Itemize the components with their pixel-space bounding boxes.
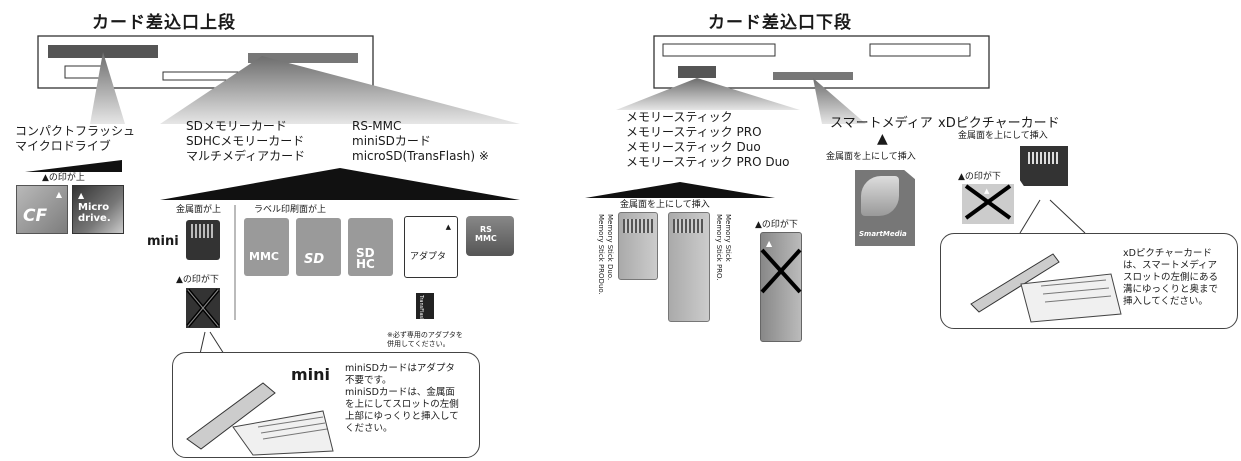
triangle-icon: ▲: [78, 191, 85, 200]
rsmmc-card: RS MMC: [466, 216, 514, 256]
sd-bar: [160, 168, 520, 200]
cf-fan: [90, 52, 125, 124]
minisd-note-line-4: を上にしてスロットの左側: [345, 399, 459, 410]
xd-insert-label: 金属面を上にして挿入: [958, 131, 1048, 141]
cf-label: コンパクトフラッシュ: [15, 124, 136, 138]
xd-note-line-2: は、スマートメディア: [1123, 260, 1218, 271]
mmc-card: MMC: [244, 218, 289, 276]
smartmedia-card: SmartMedia: [855, 170, 915, 246]
adapter-text: アダプタ: [410, 252, 447, 262]
adapter-note: ※必ず専用のアダプタを 併用してください。: [387, 331, 463, 349]
ms-group-label: メモリースティック メモリースティック PRO メモリースティック Duo メモ…: [626, 110, 790, 170]
label-up-label: ラベル印刷面が上: [254, 205, 327, 215]
xd-note: xDピクチャーカード は、スマートメディア スロットの左側にある 溝にゆっくりと…: [1123, 248, 1218, 308]
mmc-card-text: MMC: [249, 250, 279, 263]
metal-up-label: 金属面が上: [176, 205, 222, 215]
sm-insert-label: 金属面を上にして挿入: [826, 152, 916, 162]
ms-pro-duo-label: メモリースティック PRO Duo: [626, 155, 790, 169]
cf-card-text: CF: [23, 206, 48, 226]
rs-group-label: RS-MMC miniSDカード microSD(TransFlash) ※: [352, 119, 489, 164]
ms-duo-label: メモリースティック Duo: [626, 140, 761, 154]
cf-mark-up-label: ▲の印が上: [42, 173, 85, 183]
sd-group-label: SDメモリーカード SDHCメモリーカード マルチメディアカード: [186, 119, 305, 164]
minisd-label: miniSDカード: [352, 134, 431, 148]
sm-arrow: ▲: [877, 131, 888, 147]
mmc-label: マルチメディアカード: [186, 149, 306, 163]
sd-fan: [160, 56, 520, 124]
minisd-callout: mini miniSDカードはアダプタ 不要です。 miniSDカードは、金属面…: [172, 352, 480, 458]
microdrive-text-2: drive.: [78, 213, 111, 224]
minisd-mark-down-label: ▲の印が下: [176, 275, 219, 285]
xd-callout: xDピクチャーカード は、スマートメディア スロットの左側にある 溝にゆっくりと…: [940, 233, 1238, 329]
cf-bar: [25, 160, 122, 172]
ms-pro-card: [668, 212, 710, 322]
ms-insert-label: 金属面を上にして挿入: [620, 200, 710, 210]
rsmmc-text-2: MMC: [475, 234, 497, 243]
microdrive-card: ▲ Micro drive.: [72, 185, 124, 234]
sd-label: SDメモリーカード: [186, 119, 287, 133]
xd-note-line-1: xDピクチャーカード: [1123, 248, 1212, 259]
sd-card: SD: [296, 218, 341, 276]
ms-pro-label: メモリースティック PRO: [626, 125, 762, 139]
cf-group-label: コンパクトフラッシュ マイクロドライブ: [15, 124, 135, 154]
ms-side-text-3: Memory Stick PRO.: [715, 214, 723, 281]
xd-note-line-3: スロットの左側にある: [1123, 272, 1219, 283]
upper-slot-panel: [37, 35, 374, 89]
minisd-note-line-3: miniSDカードは、金属面: [345, 387, 455, 398]
microdrive-label: マイクロドライブ: [15, 139, 111, 153]
ms-side-text-1: Memory Stick PRODuo.: [597, 214, 605, 295]
xd-note-line-5: 挿入してください。: [1123, 296, 1208, 307]
sdhc-label: SDHCメモリーカード: [186, 134, 305, 148]
rsmmc-text-1: RS: [479, 225, 492, 234]
adapter-note-line-1: ※必ず専用のアダプタを: [387, 331, 463, 339]
xd-card: [1020, 146, 1068, 186]
xd-title: xDピクチャーカード: [938, 116, 1060, 131]
triangle-icon: ▲: [445, 223, 451, 231]
minisd-note-line-2: 不要です。: [345, 375, 392, 386]
minisd-note-line-1: miniSDカードはアダプタ: [345, 363, 455, 374]
transflash-text: TransFlash: [418, 295, 424, 322]
adapter-card: アダプタ ▲: [404, 216, 458, 278]
triangle-icon: ▲: [55, 190, 62, 199]
microsd-card: TransFlash: [416, 293, 434, 322]
minisd-note: miniSDカードはアダプタ 不要です。 miniSDカードは、金属面 を上にし…: [345, 363, 459, 435]
ms-mark-down-label: ▲の印が下: [755, 220, 798, 230]
minisd-note-line-6: ください。: [345, 423, 393, 434]
upper-slot-title: カード差込口上段: [92, 13, 236, 33]
ms-duo-card: [618, 212, 658, 280]
sm-title: スマートメディア: [830, 116, 933, 131]
microsd-label: microSD(TransFlash) ※: [352, 149, 489, 163]
ms-bar: [585, 182, 775, 198]
minisd-card-wrong: [186, 288, 220, 328]
sm-fan: [813, 78, 866, 124]
minisd-card: [186, 220, 220, 260]
lower-slot-title: カード差込口下段: [708, 13, 852, 33]
lower-slot-panel: [653, 35, 990, 89]
ms-side-text-2: Memory Stick Duo.: [606, 214, 614, 281]
minisd-logo: mini: [147, 234, 179, 249]
xd-note-line-4: 溝にゆっくりと奥まで: [1123, 284, 1219, 295]
ms-side-text-4: Memory Stick: [724, 214, 732, 262]
minisd-note-line-5: 上部にゆっくりと挿入して: [345, 411, 459, 422]
rsmmc-label: RS-MMC: [352, 119, 402, 133]
cf-card: CF ▲: [16, 185, 68, 234]
microdrive-text-1: Micro: [78, 202, 110, 213]
ms-label: メモリースティック: [626, 110, 733, 124]
xd-mark-down-label: ▲の印が下: [958, 172, 1001, 182]
minisd-callout-logo: mini: [291, 365, 331, 384]
ms-fan: [616, 78, 800, 110]
smartmedia-logo: SmartMedia: [859, 230, 907, 238]
adapter-note-line-2: 併用してください。: [387, 340, 450, 348]
